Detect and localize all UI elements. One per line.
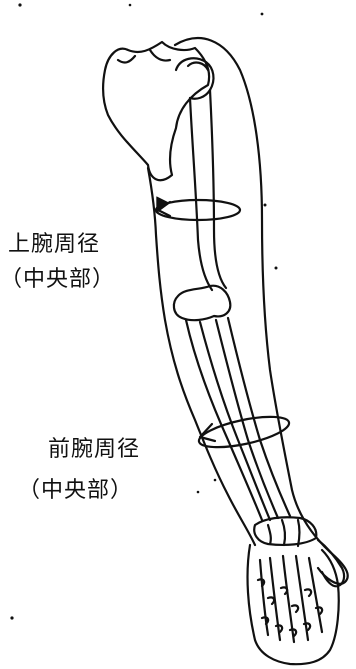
upper-arm-circumference-label: 上腕周径 (8, 231, 100, 259)
humerus-shaft (190, 90, 226, 290)
arm-outer-contour (175, 38, 348, 584)
radius-bone (186, 320, 270, 520)
wrist-carpal-lines (268, 520, 300, 546)
arm-inner-contour (148, 168, 255, 545)
elbow-joint (174, 286, 230, 320)
forearm-circumference-label: 前腕周径 (48, 436, 140, 464)
humerus-head-inner (188, 63, 208, 70)
forearm-circumference-ring (197, 411, 292, 454)
upper-arm-midpoint-label: （中央部） (0, 266, 115, 294)
forearm-midpoint-label: （中央部） (18, 477, 133, 505)
scan-specks (10, 3, 277, 619)
